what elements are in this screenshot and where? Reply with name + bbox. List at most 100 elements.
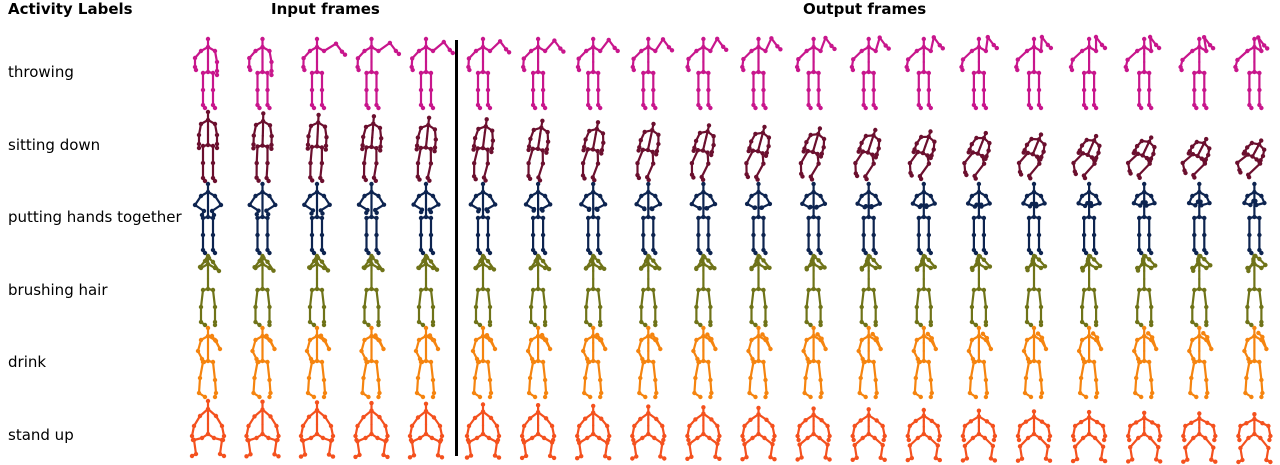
skeleton-output-frame <box>1080 254 1102 327</box>
skeleton-output-frame <box>1017 132 1047 180</box>
skeleton-output-frame <box>690 123 716 182</box>
skeleton-output-frame <box>906 408 942 463</box>
skeleton-output-frame <box>1126 135 1157 180</box>
skeleton-output-frame <box>911 182 937 255</box>
skeleton-input-frame <box>408 402 444 460</box>
skeleton-output-frame <box>1126 411 1162 464</box>
skeleton-output-frame <box>639 254 662 327</box>
skeleton-input-frame <box>196 326 222 399</box>
skeleton-output-frame <box>1071 410 1107 463</box>
skeleton-output-frame <box>1025 254 1047 327</box>
skeleton-output-frame <box>581 326 607 399</box>
skeleton-input-frame <box>193 37 219 110</box>
skeleton-input-frame <box>247 37 274 110</box>
skeleton-output-frame <box>799 126 827 181</box>
skeleton-input-frame <box>355 37 401 110</box>
skeleton-output-frame <box>1014 35 1053 110</box>
skeleton-output-frame <box>1016 409 1052 463</box>
skeleton-output-frame <box>1187 326 1213 399</box>
skeleton-output-frame <box>967 326 993 399</box>
skeleton-output-frame <box>804 254 826 327</box>
skeleton-input-frame <box>416 254 439 327</box>
skeleton-input-frame <box>252 254 275 327</box>
skeleton-output-frame <box>1187 182 1212 255</box>
skeleton-output-frame <box>1135 254 1157 327</box>
skeleton-output-frame <box>526 326 552 399</box>
skeleton-input-frame <box>410 37 455 110</box>
skeleton-output-frame <box>630 404 666 460</box>
skeleton-output-frame <box>962 131 991 181</box>
skeleton-input-frame <box>307 254 330 327</box>
skeleton-output-frame <box>853 128 881 182</box>
skeleton-output-frame <box>691 326 717 399</box>
skeleton-output-frame <box>469 182 498 255</box>
skeleton-output-frame <box>855 182 882 255</box>
skeleton-output-frame <box>685 37 728 111</box>
skeleton-input-frame <box>353 401 389 459</box>
skeleton-output-frame <box>635 122 660 182</box>
skeleton-output-frame <box>1132 182 1157 255</box>
skeleton-output-frame <box>690 182 718 255</box>
skeleton-input-frame <box>299 400 335 459</box>
skeleton-input-frame <box>357 182 386 255</box>
skeleton-output-frame <box>740 36 783 110</box>
skeleton-output-frame <box>795 36 837 111</box>
skeleton-output-frame <box>860 254 882 327</box>
skeleton-output-frame <box>746 326 772 399</box>
skeleton-output-frame <box>520 403 556 460</box>
skeleton-output-frame <box>966 182 992 255</box>
skeleton-output-frame <box>471 326 497 399</box>
skeleton-output-frame <box>473 254 496 327</box>
skeleton-output-frame <box>471 117 495 183</box>
skeleton-input-frame <box>251 111 274 183</box>
skeleton-output-frame <box>749 254 771 327</box>
skeleton-output-frame <box>1022 326 1048 399</box>
skeleton-input-frame <box>301 37 347 110</box>
skeleton-output-frame <box>851 407 887 462</box>
skeleton-output-frame <box>970 254 992 327</box>
skeleton-output-frame <box>636 326 662 399</box>
skeleton-input-frame <box>302 182 332 255</box>
skeleton-input-frame <box>359 326 385 399</box>
skeleton-output-frame <box>1021 182 1047 255</box>
skeleton-output-frame <box>912 326 938 399</box>
skeleton-output-frame <box>1235 138 1266 179</box>
skeleton-output-frame <box>579 182 607 255</box>
skeleton-output-frame <box>1124 35 1162 110</box>
skeleton-output-frame <box>529 254 552 327</box>
skeleton-output-frame <box>1071 134 1101 180</box>
skeleton-output-frame <box>526 119 550 183</box>
skeleton-output-frame <box>800 182 827 255</box>
skeleton-output-frame <box>1242 182 1266 255</box>
skeleton-output-frame <box>685 405 721 461</box>
skeleton-input-frame <box>190 399 226 458</box>
skeleton-input-frame <box>248 182 278 255</box>
skeleton-output-frame <box>908 129 937 181</box>
skeleton-output-frame <box>524 182 553 255</box>
skeleton-input-frame <box>198 254 221 327</box>
skeleton-output-frame <box>744 125 771 182</box>
skeleton-output-frame <box>959 35 999 110</box>
skeleton-output-frame <box>905 35 946 110</box>
skeleton-output-frame <box>795 406 831 461</box>
skeleton-input-frame <box>193 182 223 255</box>
skeleton-output-frame <box>521 37 566 110</box>
skeleton-input-frame <box>414 326 440 399</box>
skeleton-output-frame <box>581 120 606 182</box>
skeleton-output-frame <box>1076 182 1101 255</box>
skeleton-output-frame <box>466 37 511 110</box>
skeleton-output-frame <box>740 406 776 462</box>
skeleton-output-frame <box>1236 412 1272 464</box>
skeleton-output-frame <box>850 35 891 110</box>
skeleton-output-frame <box>745 182 772 255</box>
skeleton-input-frame <box>250 326 276 399</box>
skeleton-output-frame <box>634 182 662 255</box>
skeleton-output-frame <box>1245 254 1267 327</box>
skeleton-output-frame <box>961 409 997 463</box>
skeleton-input-frame <box>244 400 280 459</box>
skeleton-output-frame <box>1233 35 1269 110</box>
skeleton-input-frame <box>197 110 219 183</box>
skeleton-output-frame <box>1069 35 1107 110</box>
skeleton-output-frame <box>1178 35 1215 110</box>
